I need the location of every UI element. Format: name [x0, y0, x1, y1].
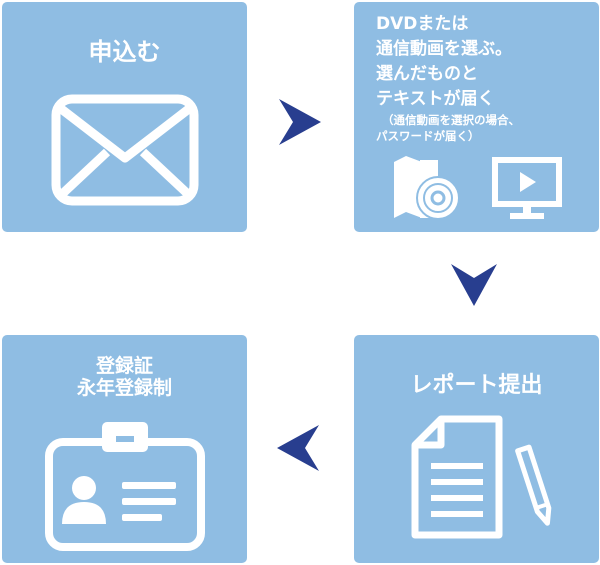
step-title-line: 通信動画を選ぶ。 — [376, 39, 512, 59]
step-title-apply: 申込む — [88, 38, 161, 66]
step-title-report: レポート提出 — [410, 373, 543, 398]
document-icon — [411, 415, 503, 539]
step-title-line: 選んだものと — [376, 64, 478, 84]
step-title-line: 永年登録制 — [76, 377, 172, 399]
step-note-line: （通信動画を選択の場合、 — [382, 113, 520, 127]
monitor-play-icon — [492, 157, 562, 219]
step-card-apply: 申込む — [2, 2, 247, 232]
step-title-registration: 登録証 永年登録制 — [2, 355, 247, 399]
chevron-left-icon — [277, 425, 319, 471]
step-note-line: パスワードが届く） — [376, 129, 480, 143]
pencil-icon — [515, 444, 552, 526]
envelope-icon — [51, 94, 199, 206]
dvd-case-icon — [394, 156, 460, 220]
step-text-choose: DVDまたは 通信動画を選ぶ。 選んだものと テキストが届く （通信動画を選択の… — [376, 12, 591, 144]
step-title-line: 登録証 — [95, 355, 153, 377]
chevron-right-icon — [279, 99, 321, 145]
id-badge-icon — [45, 422, 205, 551]
step-card-registration: 登録証 永年登録制 — [2, 335, 247, 563]
step-title-line: DVDまたは — [376, 14, 469, 34]
step-card-report: レポート提出 — [354, 335, 599, 563]
step-card-choose: DVDまたは 通信動画を選ぶ。 選んだものと テキストが届く （通信動画を選択の… — [354, 2, 599, 232]
step-title-line: テキストが届く — [376, 89, 495, 109]
chevron-down-icon — [451, 264, 497, 306]
